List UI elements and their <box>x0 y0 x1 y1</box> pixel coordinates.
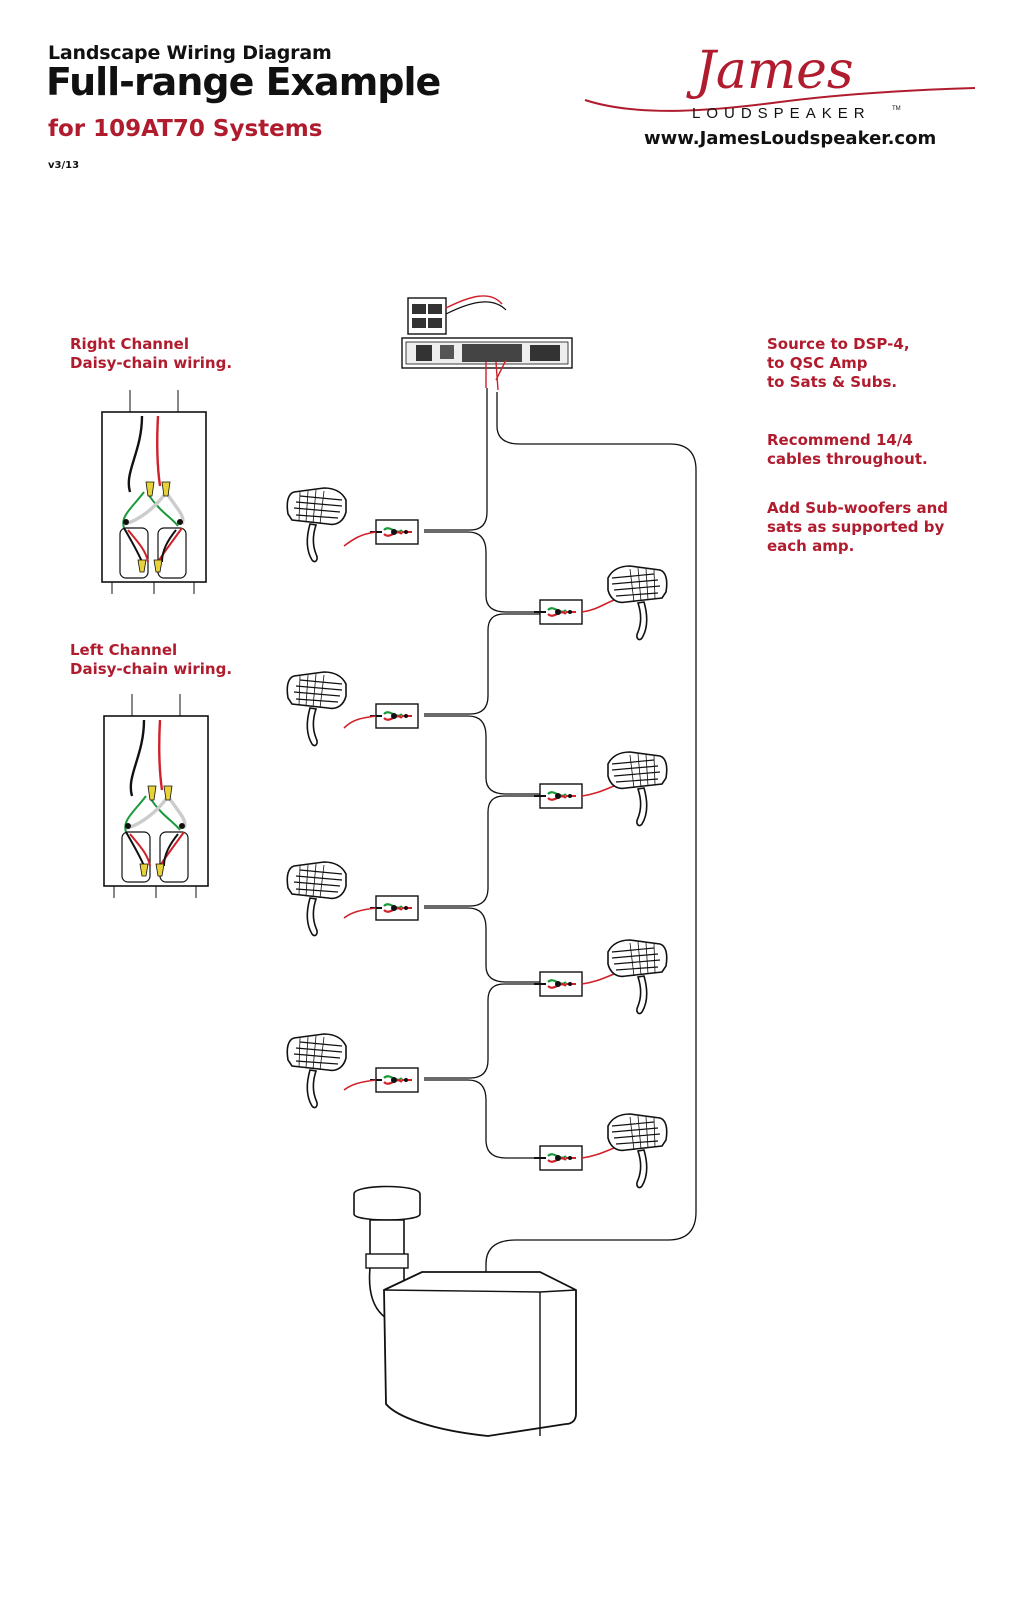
right-channel-wiring-box <box>100 388 208 596</box>
satellite-speaker-icon <box>286 861 347 937</box>
junction-box-icon <box>532 598 584 626</box>
satellite-speaker-icon <box>607 1113 668 1189</box>
note-expansion: Add Sub-woofers and sats as supported by… <box>767 499 949 555</box>
satellite-speaker-icon <box>607 751 668 827</box>
satellite-speaker-icon <box>286 671 347 747</box>
brand-url[interactable]: www.JamesLoudspeaker.com <box>644 128 937 149</box>
satellite-speaker-icon <box>607 939 668 1015</box>
left-channel-label-line1: Left Channel <box>70 641 178 659</box>
logo-script: James <box>686 41 854 101</box>
satellite-speaker-icon <box>286 487 347 563</box>
left-channel-label: Left Channel Daisy-chain wiring. <box>70 641 232 679</box>
right-channel-label: Right Channel Daisy-chain wiring. <box>70 335 232 373</box>
junction-box-icon <box>368 894 420 922</box>
dsp-unit-icon <box>407 295 507 335</box>
page-subtitle: for 109AT70 Systems <box>48 116 323 142</box>
note-signal-chain: Source to DSP-4, to QSC Amp to Sats & Su… <box>767 335 910 391</box>
note-cable-recommendation: Recommend 14/4 cables throughout. <box>767 431 928 468</box>
right-channel-label-line2: Daisy-chain wiring. <box>70 354 233 372</box>
junction-box-icon <box>532 782 584 810</box>
james-loudspeaker-logo: James LOUDSPEAKER TM <box>584 41 976 122</box>
logo-word: LOUDSPEAKER <box>692 105 871 122</box>
logo-trademark: TM <box>892 106 901 112</box>
satellite-speaker-icon <box>286 1033 347 1109</box>
right-channel-label-line1: Right Channel <box>70 335 189 353</box>
junction-box-icon <box>368 702 420 730</box>
junction-box-icon <box>532 1144 584 1172</box>
satellite-speaker-icon <box>607 565 668 641</box>
subwoofer-icon <box>353 1185 577 1437</box>
amplifier-icon <box>401 337 573 391</box>
page-title: Full-range Example <box>46 60 441 104</box>
version-label: v3/13 <box>48 160 80 171</box>
junction-box-icon <box>368 1066 420 1094</box>
left-channel-wiring-box <box>102 692 210 900</box>
junction-box-icon <box>532 970 584 998</box>
left-channel-label-line2: Daisy-chain wiring. <box>70 660 233 678</box>
junction-box-icon <box>368 518 420 546</box>
diagram-kicker: Landscape Wiring Diagram <box>48 42 332 64</box>
